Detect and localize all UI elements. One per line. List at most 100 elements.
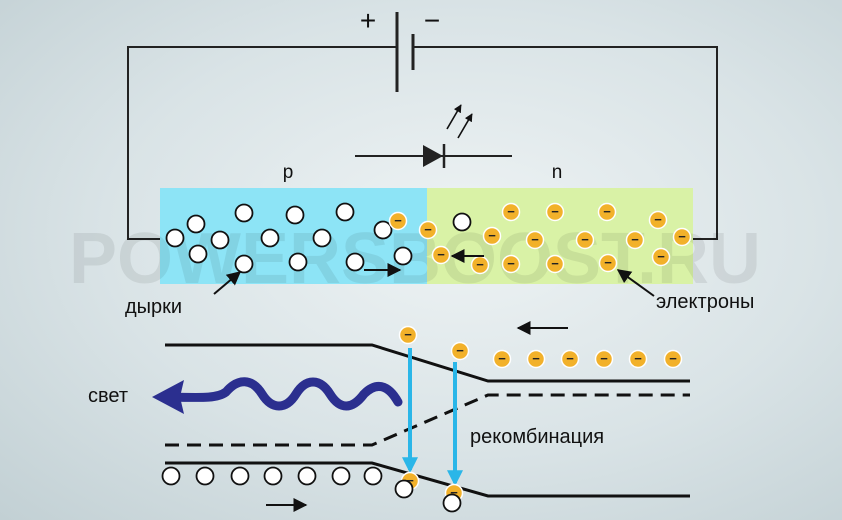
hole [165,228,185,248]
electron-sign: − [424,222,432,237]
electron-sign: − [551,256,559,271]
recombination-label: рекомбинация [470,426,604,448]
electron-sign: − [604,255,612,270]
hole [393,246,413,266]
watermark: POWERSBOOST.RU [69,219,761,299]
band-diagram [165,343,690,498]
electron-sign: − [657,249,665,264]
electron: − [672,227,692,247]
electron-sign: − [507,204,515,219]
electron: − [598,253,618,273]
electron-sign: − [600,351,608,366]
hole [260,228,280,248]
fermi-level [165,393,690,447]
light-arrowhead [152,380,184,414]
band-electron: − [628,349,648,369]
hole [234,203,254,223]
emission-arrows-icon [446,104,473,139]
electron: − [431,245,451,265]
electron: − [501,254,521,274]
electron: − [651,247,671,267]
electron-sign: − [551,204,559,219]
electron-group: −−−−−−−−−−−−−−−−− [388,202,692,275]
conduction-band [165,343,690,383]
hole [186,214,206,234]
led-diode-icon [355,144,512,168]
recombination-arrows [402,348,463,487]
light-label: свет [88,385,128,407]
recombination-pairs: −− [394,471,464,513]
electron-sign: − [406,473,414,488]
recombining-hole [442,493,462,513]
electrons-label: электроны [656,291,754,313]
electron: − [648,210,668,230]
hole [312,228,332,248]
valence-band [165,461,690,498]
electron-sign: − [456,343,464,358]
electron: − [418,220,438,240]
hole [345,252,365,272]
band-hole [331,466,351,486]
battery-icon [395,12,415,92]
electron-sign: − [532,351,540,366]
hole [335,202,355,222]
band-hole-group [161,466,383,486]
hole [452,212,472,232]
electron-sign: − [669,351,677,366]
holes-pointer-arrow [213,271,242,295]
electron: − [625,230,645,250]
electron: − [545,202,565,222]
band-hole [161,466,181,486]
electron-sign: − [488,228,496,243]
n-region-label: n [552,162,563,183]
electron-sign: − [394,213,402,228]
holes-label: дырки [125,296,182,318]
electron-sign: − [450,485,458,500]
battery-minus-sign: − [424,5,440,36]
hole [210,230,230,250]
electron: − [388,211,408,231]
electron: − [597,202,617,222]
electron: − [470,255,490,275]
electron-sign: − [404,327,412,342]
electron-sign: − [631,232,639,247]
band-electron: − [526,349,546,369]
electron-sign: − [476,257,484,272]
hole [188,244,208,264]
electron: − [501,202,521,222]
electron-sign: − [566,351,574,366]
hole [288,252,308,272]
battery-plus-sign: + [360,5,376,36]
hole [373,220,393,240]
p-region-label: p [283,162,294,183]
hole [285,205,305,225]
circuit-wire [127,46,718,240]
electron-sign: − [531,232,539,247]
electron: − [545,254,565,274]
electron-sign: − [581,232,589,247]
electron: − [482,226,502,246]
band-hole [195,466,215,486]
band-electron: − [450,341,470,361]
hole-group [165,202,472,274]
recombining-hole [394,479,414,499]
electron-sign: − [634,351,642,366]
band-electron-group: − − − − − − − − [398,325,683,369]
band-hole [230,466,250,486]
electron-sign: − [654,212,662,227]
band-electron: − [560,349,580,369]
electron-sign: − [507,256,515,271]
band-hole [297,466,317,486]
electrons-pointer-arrow [616,269,655,297]
electron-sign: − [603,204,611,219]
hole [234,254,254,274]
band-electron: − [594,349,614,369]
electron: − [575,230,595,250]
band-hole [263,466,283,486]
band-electron: − [492,349,512,369]
electron: − [525,230,545,250]
electron-sign: − [678,229,686,244]
electron-sign: − [498,351,506,366]
band-hole [363,466,383,486]
